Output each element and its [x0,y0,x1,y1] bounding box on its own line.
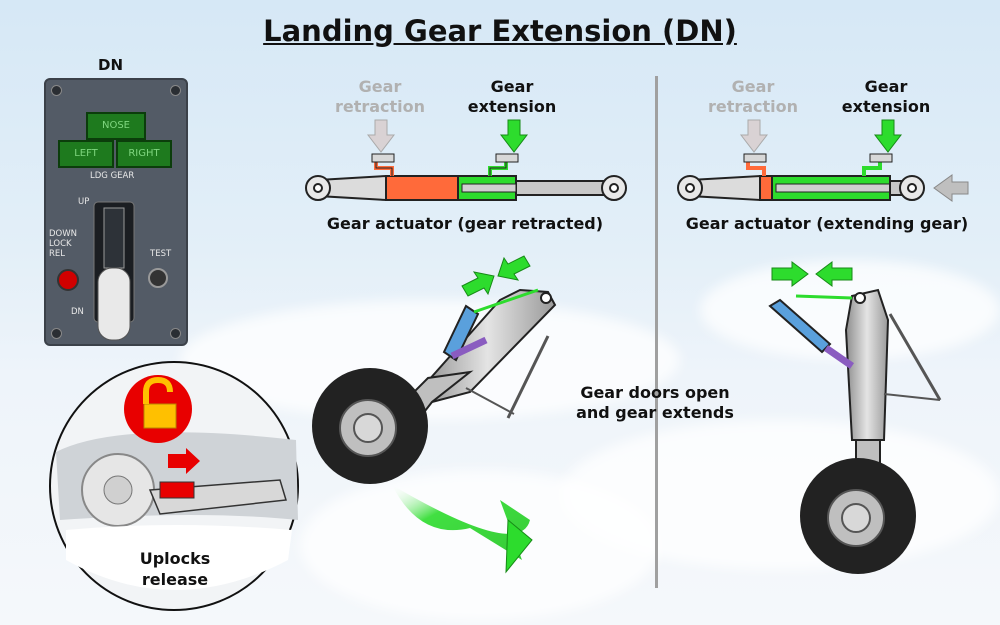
arrow-right-icon [461,271,495,297]
panel-controls [57,201,168,341]
left-retraction-line2: retraction [334,97,426,116]
arrow-left-icon [497,255,531,281]
left-extension-line2: extension [467,97,557,116]
test-button[interactable] [148,268,168,288]
arrow-left-icon [815,261,853,287]
landing-gear-panel: NOSE LEFT RIGHT LDG GEAR UP DN DOWN LOCK… [44,78,188,346]
test-label: TEST [150,249,172,259]
uplocks-inset [49,361,299,611]
panel-heading: DN [98,56,124,74]
curved-arrow-icon [392,485,530,560]
down-lock-rel-line3: REL [49,249,66,259]
left-extension-line1: Gear [490,77,534,96]
dn-label: DN [71,307,84,317]
unlock-icon [143,403,177,429]
arrow-left-icon [933,174,969,202]
down-lock-rel-line1: DOWN [49,229,77,239]
arrow-right-icon [168,448,200,474]
right-actuator-caption: Gear actuator (extending gear) [685,214,969,233]
left-landing-gear [312,288,557,574]
arrow-down-icon [873,119,903,153]
divider-line [655,76,658,588]
up-label: UP [78,197,90,207]
left-actuator-caption: Gear actuator (gear retracted) [326,214,604,233]
arrow-down-icon [499,119,529,153]
gear-doors-line2: and gear extends [576,403,734,422]
left-indicator: LEFT [58,140,114,168]
screw-icon [51,85,62,96]
down-lock-release-button[interactable] [57,269,79,291]
uplocks-line1: Uplocks [139,549,211,568]
ldg-gear-label: LDG GEAR [90,171,135,181]
nose-indicator: NOSE [86,112,146,140]
gear-lever-handle[interactable] [97,267,131,341]
arrow-right-icon [771,261,809,287]
down-lock-rel-line2: LOCK [49,239,72,249]
screw-icon [170,328,181,339]
right-landing-gear [768,288,942,574]
gear-doors-line1: Gear doors open [580,383,730,402]
cloud [300,470,660,620]
right-extension-line2: extension [841,97,931,116]
screw-icon [51,328,62,339]
right-indicator: RIGHT [116,140,172,168]
left-retraction-line1: Gear [358,77,402,96]
screw-icon [170,85,181,96]
uplocks-line2: release [141,570,209,589]
arrow-down-icon [739,119,769,153]
right-actuator [677,153,925,202]
page-title: Landing Gear Extension (DN) [263,14,737,48]
right-retraction-line2: retraction [707,97,799,116]
left-actuator [305,153,627,202]
right-extension-line1: Gear [864,77,908,96]
right-retraction-line1: Gear [731,77,775,96]
arrow-down-icon [366,119,396,153]
